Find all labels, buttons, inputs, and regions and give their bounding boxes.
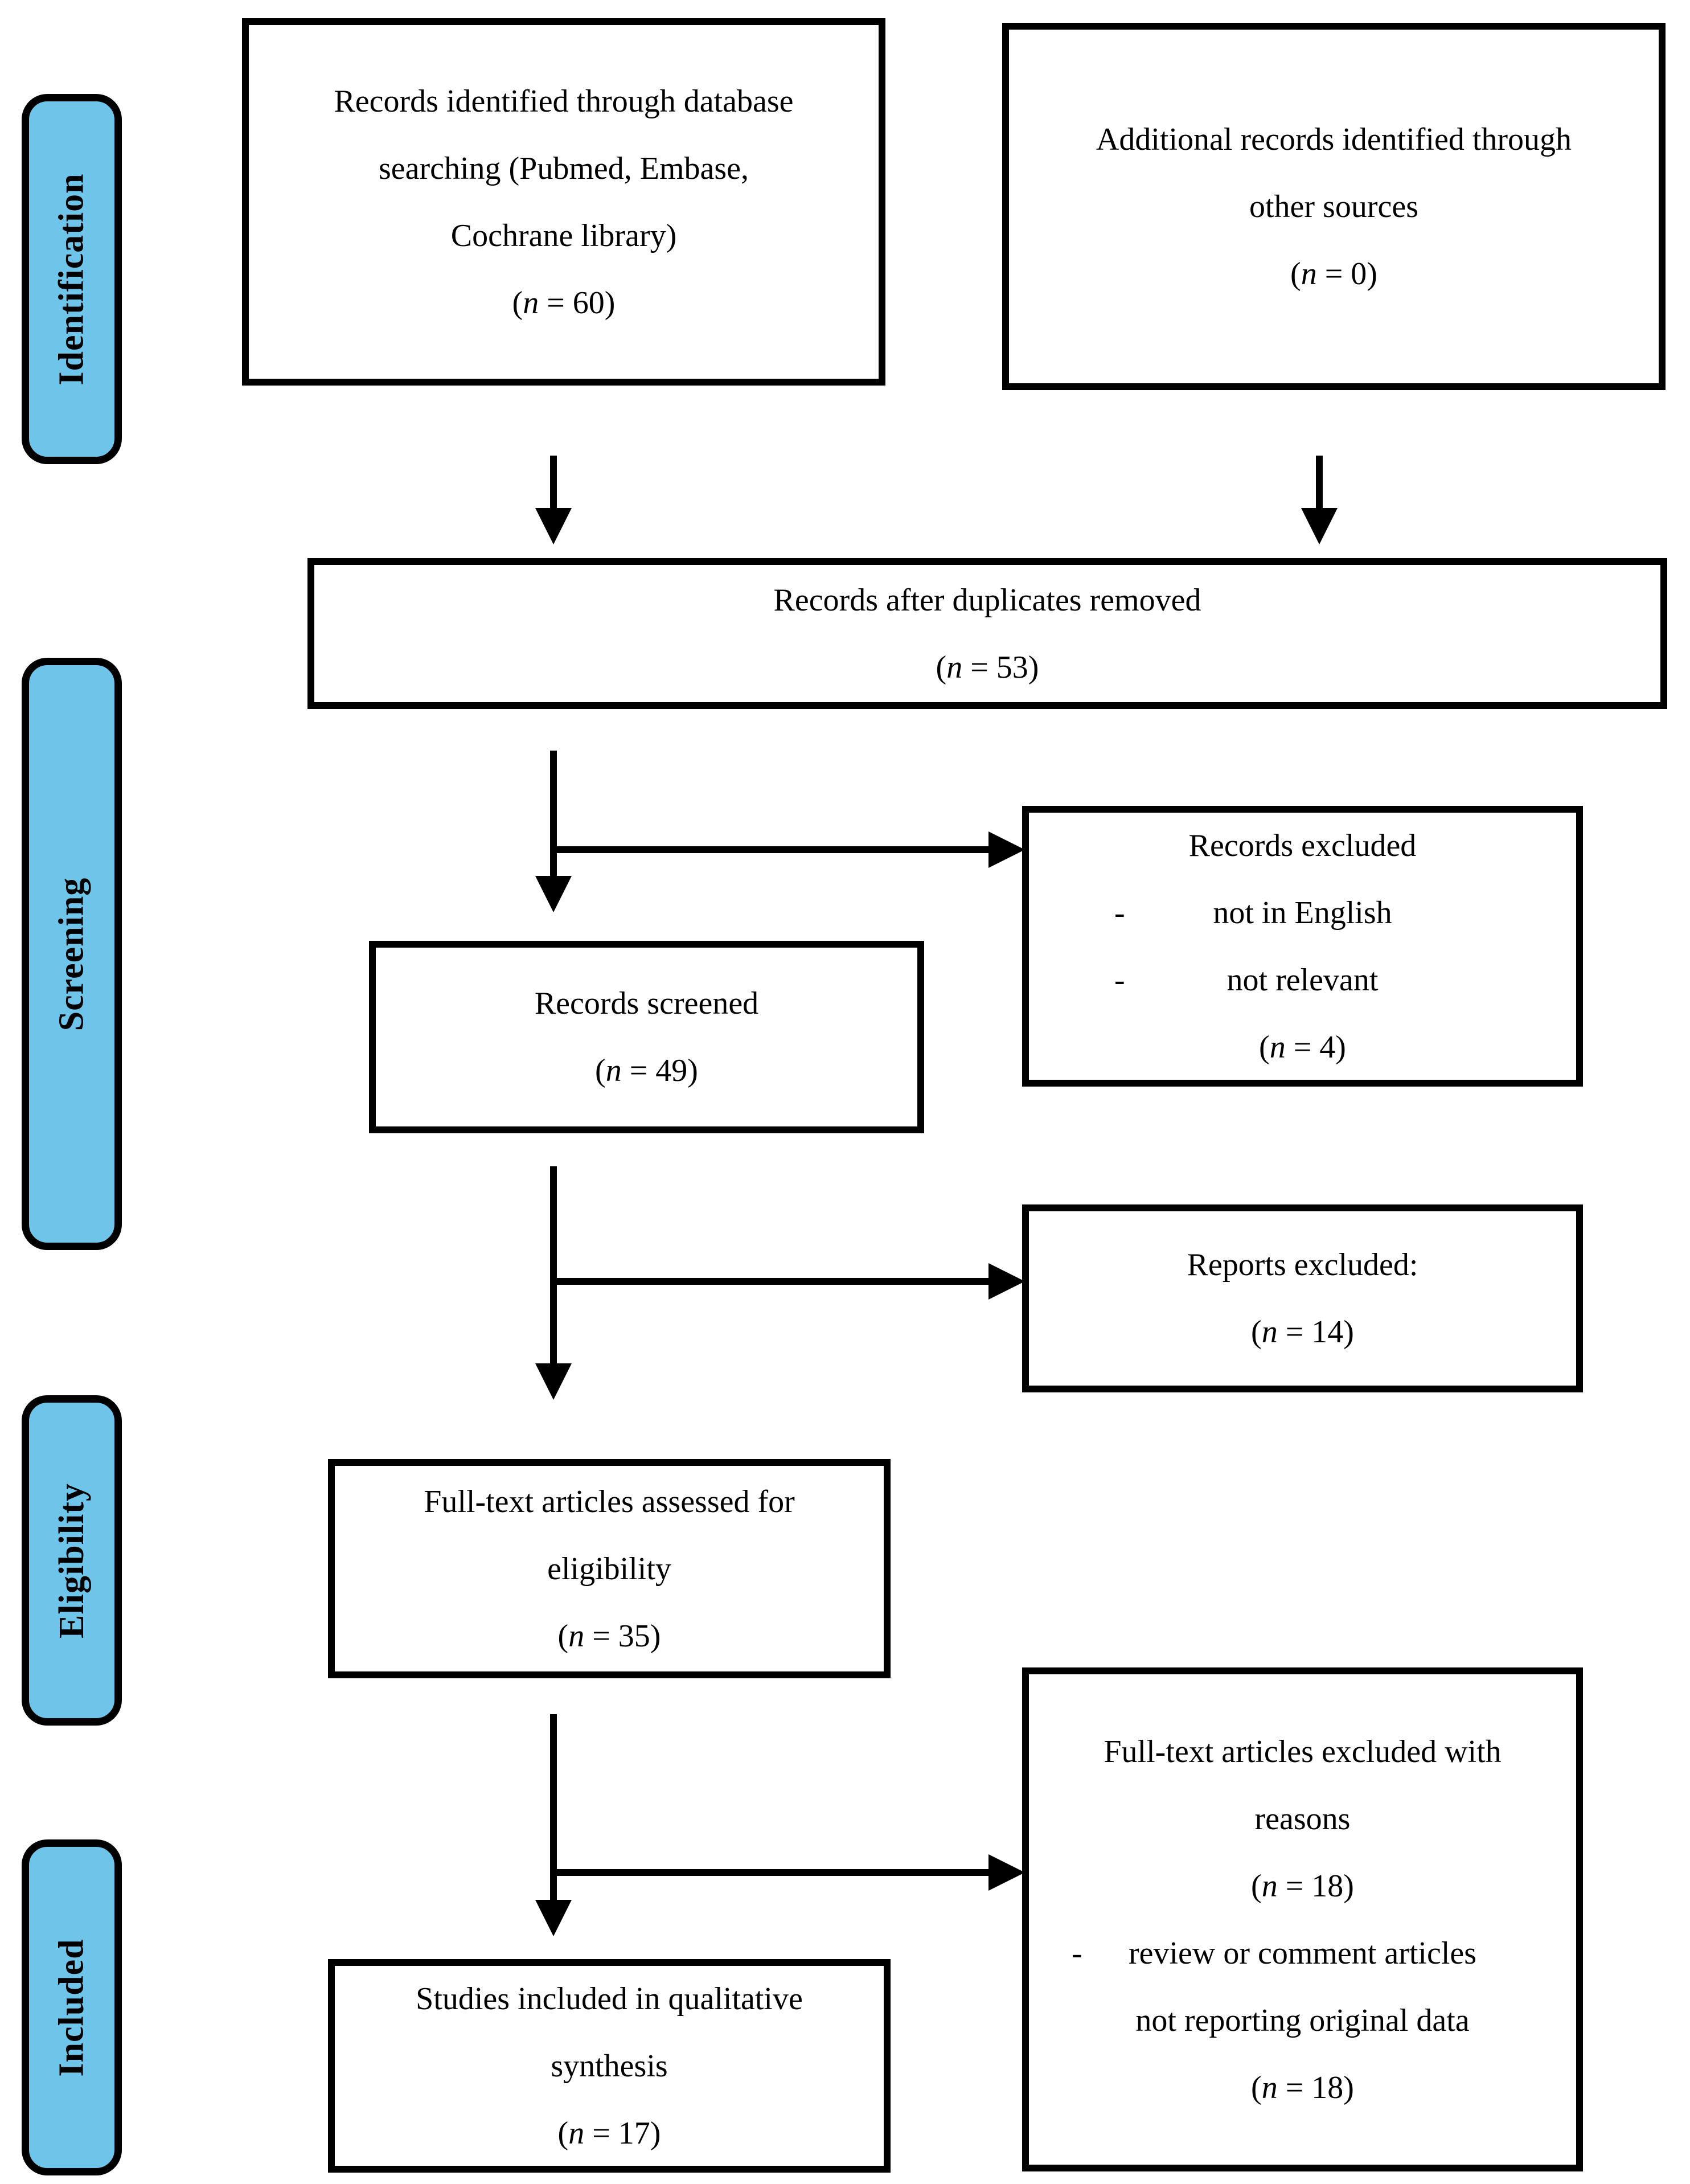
- box-duplicates-removed-line1: Records after duplicates removed: [773, 582, 1201, 618]
- box-reports-excluded: Reports excluded: (n = 14): [1022, 1204, 1583, 1392]
- box-studies-included: Studies included in qualitative synthesi…: [328, 1959, 891, 2173]
- box-records-excluded-n: (n = 4): [1259, 1029, 1346, 1065]
- box-records-excluded-bullet1: - not in English: [1029, 879, 1576, 946]
- bullet-dash: -: [1114, 895, 1125, 931]
- box-fulltext-excluded-bullet1: - review or comment articles: [1029, 1920, 1576, 1987]
- stage-label-eligibility-text: Eligibility: [52, 1482, 91, 1638]
- arrowhead-down-screened-to-fulltext: [535, 1363, 572, 1400]
- box-fulltext-excluded-n1: (n = 18): [1251, 1868, 1354, 1904]
- stage-label-identification-text: Identification: [52, 173, 91, 386]
- box-records-excluded-bullet2-text: not relevant: [1227, 962, 1379, 998]
- bullet-dash: -: [1114, 962, 1125, 998]
- box-records-excluded-bullet2: - not relevant: [1029, 946, 1576, 1014]
- box-reports-excluded-title: Reports excluded:: [1187, 1247, 1418, 1282]
- box-reports-excluded-n: (n = 14): [1251, 1314, 1354, 1350]
- arrowhead-right-to-reports-excluded: [988, 1263, 1025, 1300]
- stage-label-screening-text: Screening: [52, 877, 91, 1031]
- stage-label-eligibility: Eligibility: [22, 1395, 122, 1726]
- stage-label-identification: Identification: [22, 94, 122, 464]
- box-duplicates-removed-n: (n = 53): [936, 649, 1039, 685]
- box-fulltext-assessed-line2: eligibility: [547, 1551, 671, 1587]
- connector-branch-to-records-excluded-line: [553, 846, 991, 853]
- box-studies-included-line2: synthesis: [551, 2048, 668, 2084]
- box-records-identified-line1: Records identified through database: [334, 83, 794, 119]
- box-duplicates-removed: Records after duplicates removed (n = 53…: [307, 558, 1667, 709]
- arrowhead-down-identified-to-dedup: [535, 508, 572, 544]
- box-fulltext-excluded-bullet1-text: review or comment articles: [1128, 1935, 1477, 1971]
- arrowhead-down-fulltext-to-included: [535, 1900, 572, 1936]
- box-studies-included-line1: Studies included in qualitative: [416, 1981, 803, 2017]
- stage-label-included: Included: [22, 1839, 122, 2175]
- box-fulltext-excluded-line2: reasons: [1254, 1801, 1351, 1837]
- box-records-excluded-bullet1-text: not in English: [1213, 895, 1392, 931]
- box-records-screened-line1: Records screened: [534, 986, 759, 1021]
- box-additional-records-line1: Additional records identified through: [1096, 121, 1572, 157]
- box-fulltext-assessed-n: (n = 35): [557, 1618, 661, 1654]
- box-records-identified-line2: searching (Pubmed, Embase,: [378, 150, 749, 186]
- box-additional-records-n: (n = 0): [1290, 256, 1377, 292]
- box-additional-records-line2: other sources: [1249, 189, 1418, 224]
- box-fulltext-excluded-n2: (n = 18): [1251, 2070, 1354, 2105]
- box-fulltext-excluded-bullet2: not reporting original data: [1135, 2002, 1470, 2038]
- box-fulltext-assessed: Full-text articles assessed for eligibil…: [328, 1459, 891, 1678]
- box-records-identified: Records identified through database sear…: [242, 18, 885, 386]
- box-records-identified-line3: Cochrane library): [450, 218, 677, 253]
- arrowhead-down-dedup-to-screened: [535, 876, 572, 912]
- arrowhead-right-to-records-excluded: [988, 831, 1025, 868]
- box-fulltext-excluded-line1: Full-text articles excluded with: [1104, 1734, 1502, 1769]
- connector-additional-to-dedup-line: [1316, 456, 1323, 513]
- connector-screened-to-fulltext-line: [550, 1166, 557, 1366]
- stage-label-screening: Screening: [22, 658, 122, 1250]
- connector-fulltext-to-included-line: [550, 1714, 557, 1902]
- box-records-excluded: Records excluded - not in English - not …: [1022, 806, 1583, 1087]
- connector-branch-to-reports-excluded-line: [553, 1278, 991, 1285]
- box-records-identified-n: (n = 60): [512, 285, 616, 321]
- box-fulltext-assessed-line1: Full-text articles assessed for: [424, 1484, 795, 1519]
- box-records-screened: Records screened (n = 49): [369, 941, 924, 1133]
- box-additional-records: Additional records identified through ot…: [1002, 23, 1666, 390]
- stage-label-included-text: Included: [52, 1938, 91, 2077]
- box-records-excluded-title: Records excluded: [1188, 827, 1417, 863]
- box-fulltext-excluded: Full-text articles excluded with reasons…: [1022, 1667, 1583, 2171]
- bullet-dash: -: [1072, 1935, 1082, 1971]
- connector-branch-to-fulltext-excluded-line: [553, 1869, 991, 1876]
- arrowhead-down-additional-to-dedup: [1301, 508, 1338, 544]
- connector-dedup-to-screened-line: [550, 751, 557, 882]
- connector-identified-to-dedup-line: [550, 456, 557, 513]
- box-records-screened-n: (n = 49): [595, 1053, 698, 1088]
- box-studies-included-n: (n = 17): [557, 2115, 661, 2151]
- arrowhead-right-to-fulltext-excluded: [988, 1854, 1025, 1891]
